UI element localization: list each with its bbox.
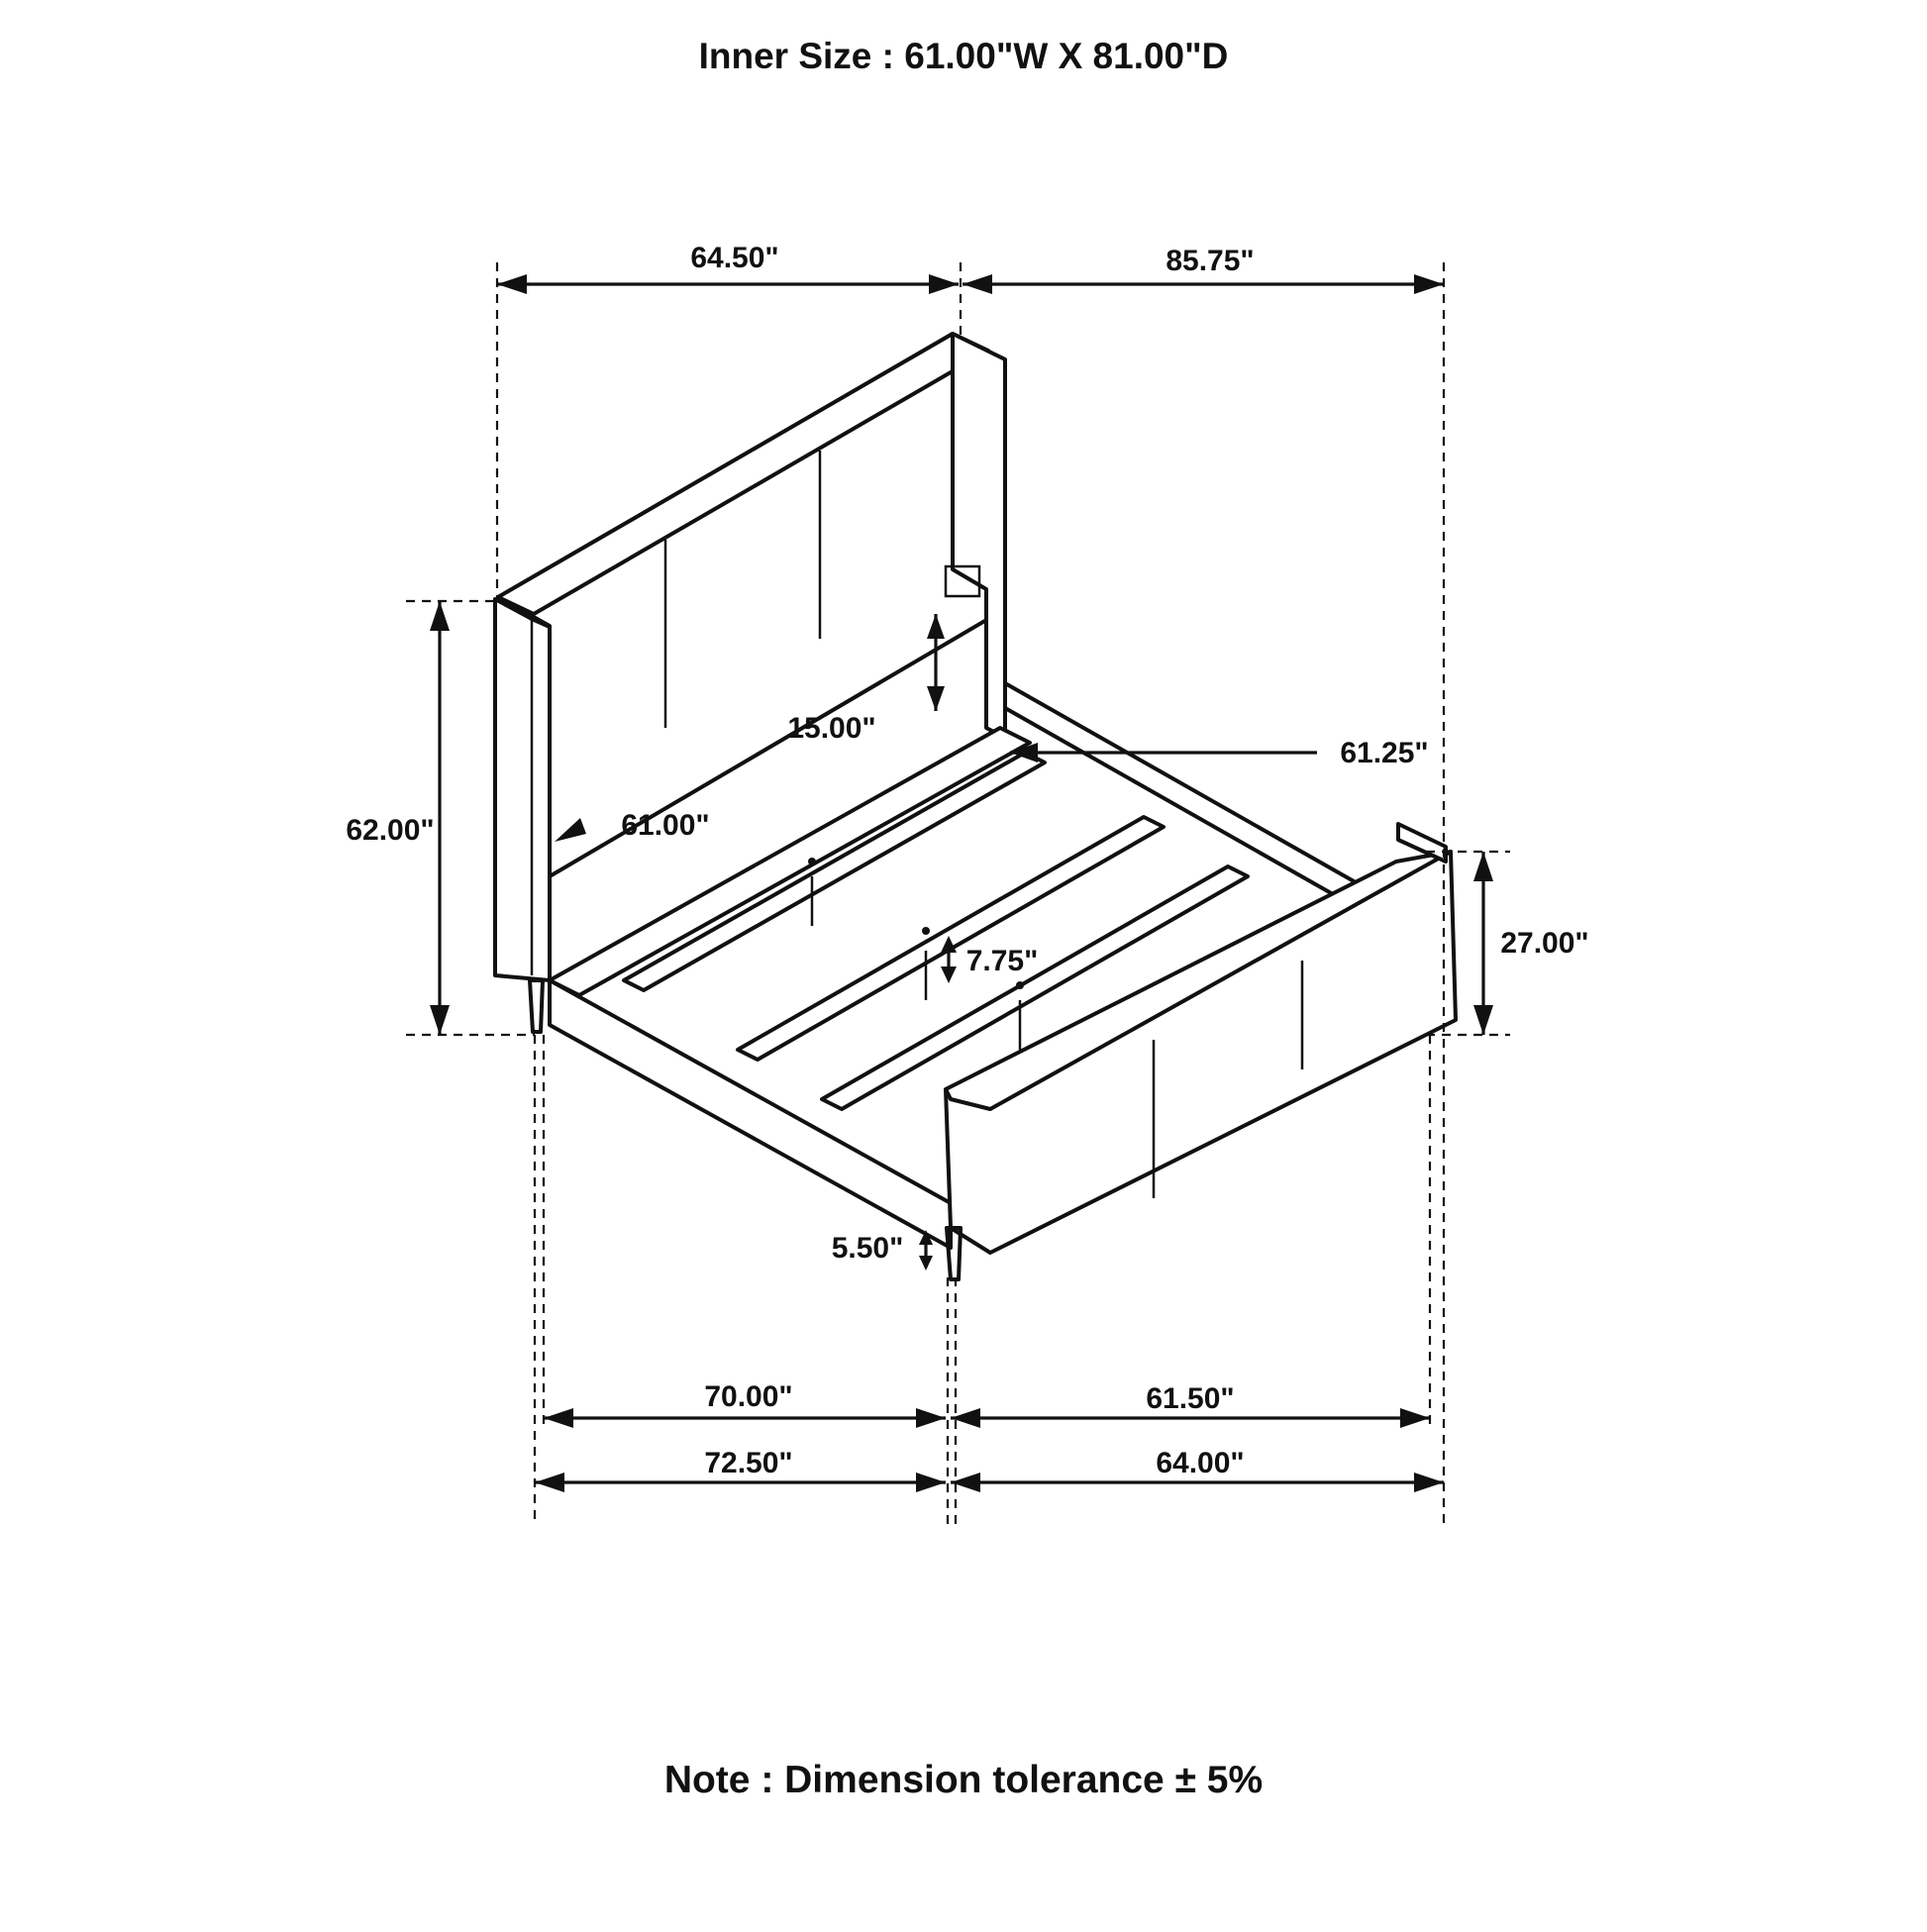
label-outer-width-bottom: 64.00": [1156, 1447, 1244, 1479]
label-leg-height: 5.50": [832, 1232, 904, 1265]
label-headboard-inner-width: 61.00": [621, 809, 709, 842]
dimension-arrows: [430, 274, 1493, 1492]
headboard-left-post: [493, 597, 552, 982]
dimension-labels: 64.50" 85.75" 62.00" 15.00" 61.00" 61.25…: [346, 242, 1588, 1479]
label-rail-clearance: 15.00": [787, 712, 875, 745]
footboard-top-edge: [944, 850, 1453, 1111]
slat-3: [820, 864, 1250, 1111]
label-inner-length: 70.00": [704, 1380, 792, 1413]
bed-frame: [493, 332, 1458, 1281]
tolerance-note: Note : Dimension tolerance ± 5%: [663, 1759, 1264, 1801]
slat-1: [622, 751, 1047, 992]
slat-2: [736, 815, 1166, 1062]
headboard-right-post: [951, 332, 1007, 740]
label-outer-length: 72.50": [704, 1447, 792, 1479]
label-footboard-height: 27.00": [1500, 927, 1588, 960]
label-side-rail-length: 61.25": [1340, 737, 1428, 769]
label-top-depth: 85.75": [1166, 245, 1254, 277]
label-inner-width-bottom: 61.50": [1146, 1382, 1234, 1415]
label-slat-clearance: 7.75": [966, 945, 1039, 977]
inner-size-title: Inner Size : 61.00"W X 81.00"D: [698, 36, 1229, 76]
left-leg: [528, 978, 545, 1034]
label-headboard-height: 62.00": [346, 814, 434, 847]
label-top-width: 64.50": [690, 242, 778, 274]
left-side-rail: [548, 978, 953, 1250]
right-leg: [945, 1226, 963, 1281]
